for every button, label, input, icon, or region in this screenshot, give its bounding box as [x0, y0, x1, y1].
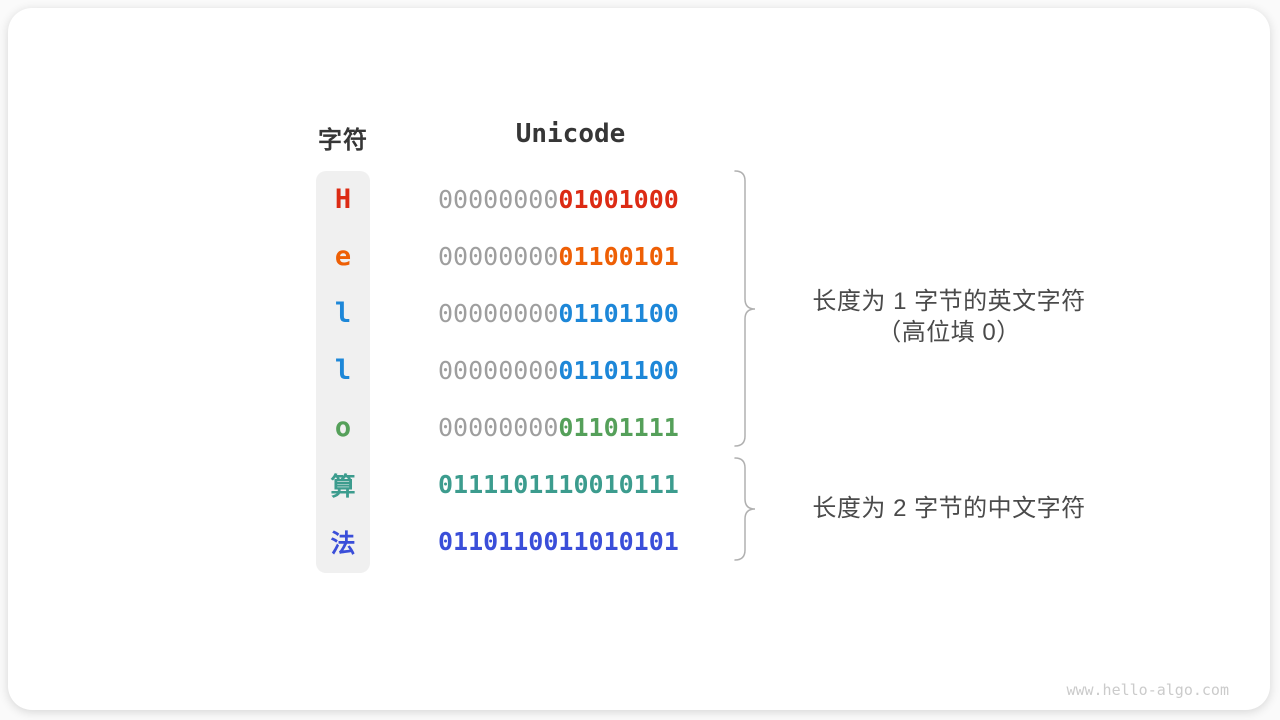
- unicode-bits: 00000000 01101111: [438, 399, 679, 456]
- unicode-bits: 00000000 01001000: [438, 171, 679, 228]
- annotation-chinese-line1: 长度为 2 字节的中文字符: [812, 495, 1086, 522]
- unicode-bits: 00000000 01101100: [438, 285, 679, 342]
- unicode-column-header: Unicode: [515, 119, 626, 149]
- low-byte: 01101100: [558, 356, 679, 385]
- watermark-url: www.hello-algo.com: [1066, 681, 1229, 699]
- low-byte: 01100101: [558, 242, 679, 271]
- annotation-chinese-chars: 长度为 2 字节的中文字符: [783, 493, 1115, 524]
- brace-chinese-group-icon: [734, 457, 756, 561]
- unicode-bits: 00000000 01100101: [438, 228, 679, 285]
- unicode-bits: 01111011 10010111: [438, 456, 679, 513]
- high-byte: 01111011: [438, 470, 559, 499]
- low-byte: 01001000: [558, 185, 679, 214]
- high-byte: 00000000: [438, 242, 559, 271]
- char-column-header: 字符: [318, 127, 368, 154]
- low-byte: 01101111: [558, 413, 679, 442]
- high-byte: 00000000: [438, 299, 559, 328]
- grouping-braces: [734, 170, 756, 561]
- high-byte: 01101100: [438, 527, 559, 556]
- annotation-english-line1: 长度为 1 字节的英文字符: [812, 288, 1086, 315]
- low-byte: 11010101: [558, 527, 679, 556]
- high-byte: 00000000: [438, 185, 559, 214]
- low-byte: 10010111: [558, 470, 679, 499]
- low-byte: 01101100: [558, 299, 679, 328]
- unicode-bits: 00000000 01101100: [438, 342, 679, 399]
- char-column-background: [316, 171, 370, 573]
- high-byte: 00000000: [438, 413, 559, 442]
- high-byte: 00000000: [438, 356, 559, 385]
- annotation-english-chars: 长度为 1 字节的英文字符 （高位填 0）: [783, 286, 1115, 348]
- brace-english-group-icon: [734, 170, 756, 447]
- unicode-bits: 01101100 11010101: [438, 513, 679, 570]
- annotation-english-line2: （高位填 0）: [877, 319, 1021, 346]
